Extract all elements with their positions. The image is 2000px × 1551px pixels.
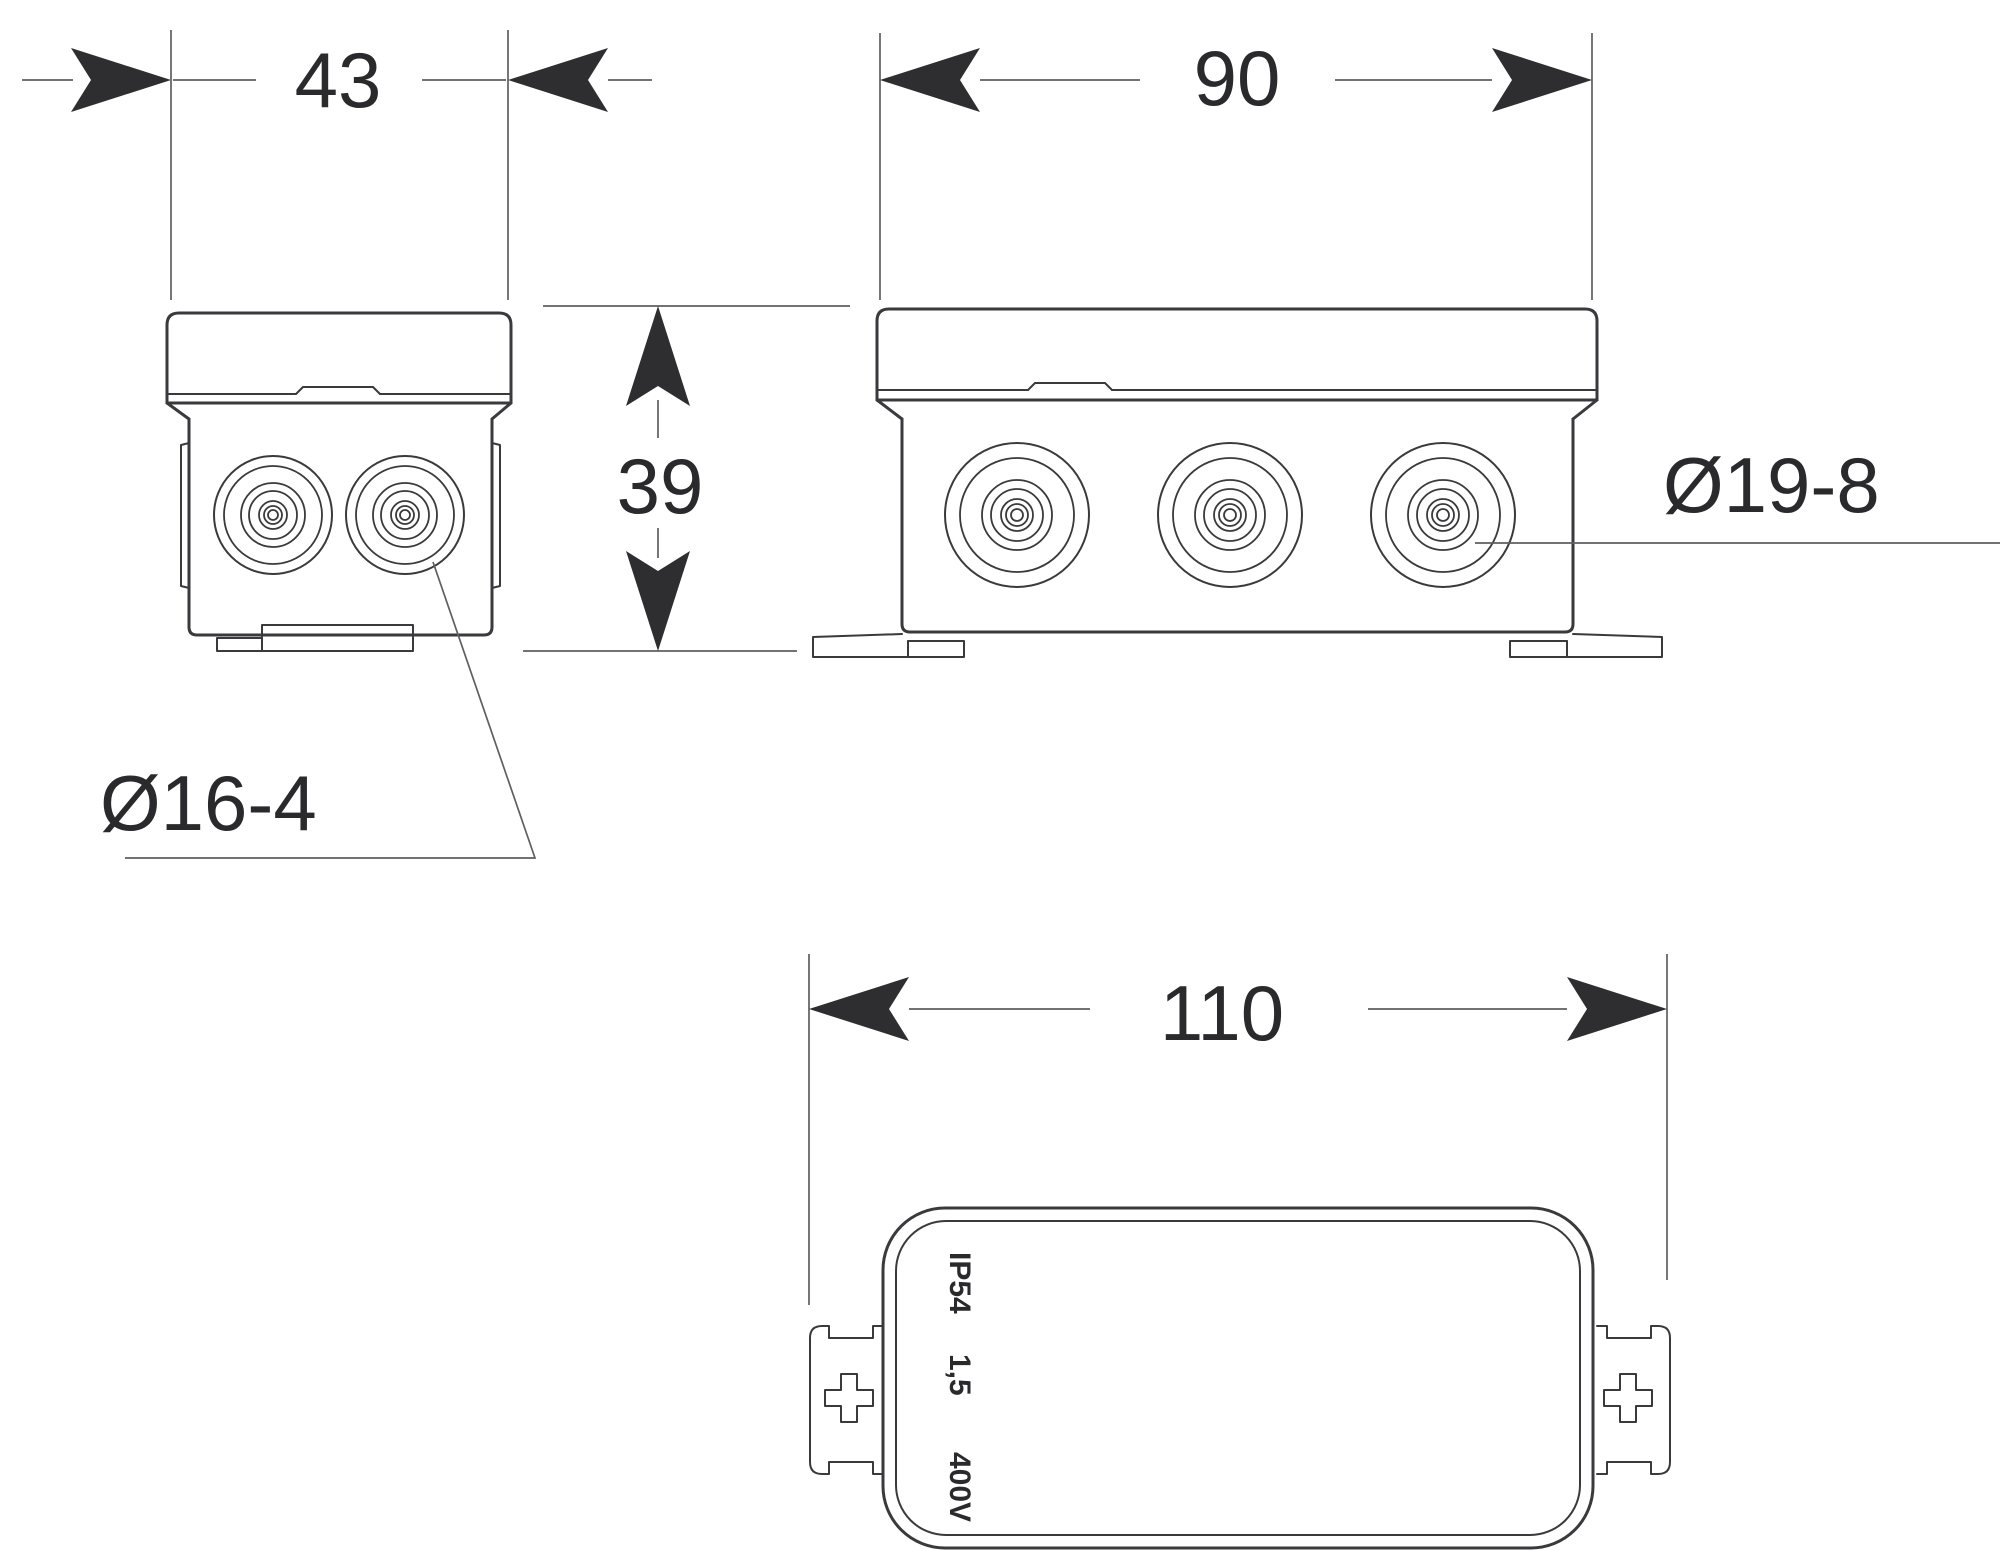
dimension-arrow-icon (71, 48, 171, 112)
knockout-ring (1407, 479, 1479, 551)
knockout-ring (1431, 503, 1455, 527)
side-foot (261, 624, 414, 652)
knockout-ring (380, 490, 430, 540)
front-knockout (944, 442, 1090, 588)
knockout-ring (990, 488, 1044, 542)
screw-cross-slot (824, 1373, 874, 1423)
dimension-43: 43 (22, 30, 652, 300)
knockout-ring (223, 465, 323, 565)
knockout-ring (1194, 479, 1266, 551)
knockout-ring (1005, 503, 1029, 527)
side-view (165, 311, 513, 652)
dimension-43-value: 43 (295, 36, 382, 124)
marking-voltage: 400V (943, 1452, 976, 1522)
front-mounting-tab-left (812, 633, 909, 658)
dimension-arrow-icon (626, 551, 690, 651)
label-front-knockouts: Ø19-8 (1475, 441, 2000, 544)
knockout-ring (372, 482, 438, 548)
dimension-arrow-icon (809, 977, 909, 1041)
label-side-knockouts: Ø16-4 (100, 561, 537, 859)
dimension-arrow-icon (1567, 977, 1667, 1041)
side-flange-taper (490, 401, 513, 421)
knockout-ring (213, 455, 333, 575)
knockout-ring (1157, 442, 1303, 588)
dimension-arrow-icon (1492, 48, 1592, 112)
knockout-ring (395, 505, 415, 525)
knockout-ring (1426, 498, 1460, 532)
knockout-ring (248, 490, 298, 540)
front-lid (875, 307, 1599, 402)
knockout-ring (944, 442, 1090, 588)
bottom-mounting-tab-right (1596, 1325, 1671, 1475)
front-foot-right (1509, 640, 1568, 658)
bottom-box-outer (881, 1206, 1595, 1550)
dimension-110-value: 110 (1160, 969, 1284, 1057)
front-mounting-tab-right (1566, 633, 1663, 658)
dimension-90-value: 90 (1194, 34, 1281, 122)
knockout-ring (390, 500, 420, 530)
dimension-arrow-icon (508, 48, 608, 112)
side-foot-step (216, 637, 263, 652)
side-hinge-strip (180, 442, 190, 589)
knockout-ring (258, 500, 288, 530)
knockout-ring (355, 465, 455, 565)
marking-capacity: 1,5 (943, 1354, 976, 1396)
knockout-ring (1218, 503, 1242, 527)
label-side-knockouts-text: Ø16-4 (100, 759, 317, 847)
leader-line (125, 561, 537, 859)
label-front-knockouts-text: Ø19-8 (1663, 441, 1880, 529)
side-knockout (345, 455, 465, 575)
knockout-ring (263, 505, 283, 525)
knockout-ring (1010, 508, 1024, 522)
front-body (900, 417, 1575, 634)
dimension-90: 90 (879, 33, 1593, 300)
knockout-ring (1370, 442, 1516, 588)
knockout-ring (1172, 457, 1288, 573)
dimension-110: 110 (808, 954, 1668, 1305)
front-flange-taper (1571, 398, 1599, 421)
knockout-ring (1416, 488, 1470, 542)
bottom-box-inner (895, 1220, 1581, 1536)
front-knockout (1370, 442, 1516, 588)
dimension-arrow-icon (626, 306, 690, 406)
side-hinge-strip (491, 442, 501, 589)
marking-ip-rating: IP54 (943, 1252, 976, 1314)
knockout-ring (267, 509, 279, 521)
front-knockout (1157, 442, 1303, 588)
knockout-ring (1213, 498, 1247, 532)
bottom-mounting-tab-left (809, 1325, 884, 1475)
side-flange-taper (165, 401, 191, 421)
side-lid-clip-tab (295, 386, 381, 395)
knockout-ring (1223, 508, 1237, 522)
side-lid (165, 311, 513, 405)
knockout-ring (240, 482, 306, 548)
dimension-39-value: 39 (617, 442, 704, 530)
front-lid-clip-tab (1027, 382, 1113, 391)
dimension-39: 39 (523, 305, 850, 652)
screw-cross-slot (1603, 1373, 1653, 1423)
side-knockout (213, 455, 333, 575)
side-body (187, 417, 494, 637)
knockout-ring (1436, 508, 1450, 522)
knockout-ring (981, 479, 1053, 551)
knockout-ring (345, 455, 465, 575)
bottom-view: IP54 1,5 400V (809, 1206, 1671, 1550)
front-foot-left (907, 640, 965, 658)
front-flange-taper (875, 398, 904, 421)
knockout-ring (399, 509, 411, 521)
knockout-ring (959, 457, 1075, 573)
dimension-arrow-icon (880, 48, 980, 112)
knockout-ring (1385, 457, 1501, 573)
knockout-ring (1000, 498, 1034, 532)
front-view (812, 307, 1663, 658)
bottom-markings: IP54 1,5 400V (943, 1252, 976, 1522)
knockout-ring (1203, 488, 1257, 542)
